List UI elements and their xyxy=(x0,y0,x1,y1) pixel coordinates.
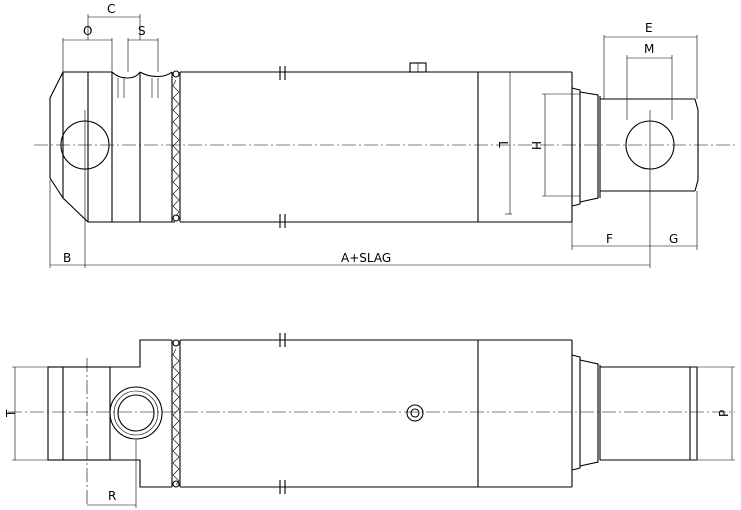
dim-label-r: R xyxy=(108,489,116,503)
bleed-screw-top xyxy=(406,404,424,422)
dim-label-b: B xyxy=(63,251,71,265)
dim-label-e: E xyxy=(645,21,653,35)
weld-seam-top-view xyxy=(172,348,180,486)
port-inner xyxy=(117,394,155,432)
dim-label-a-slag: A+SLAG xyxy=(341,251,391,265)
top-view-dimensions: T R P xyxy=(4,366,735,508)
port-boss xyxy=(111,71,173,79)
dim-label-p: P xyxy=(717,410,731,417)
dim-label-t: T xyxy=(4,409,18,418)
dim-label-s: S xyxy=(138,24,146,38)
side-view-dimensions: O C S E M L H B xyxy=(49,2,698,268)
side-view xyxy=(34,62,735,228)
dim-label-m: M xyxy=(644,42,654,56)
dim-label-c: C xyxy=(107,2,115,16)
port-outer xyxy=(109,386,163,440)
rear-clevis xyxy=(49,71,89,223)
rear-eye-boss xyxy=(47,366,111,461)
dim-label-h: H xyxy=(529,141,543,150)
top-view xyxy=(8,333,735,505)
dim-label-l: L xyxy=(496,141,510,148)
dim-label-g: G xyxy=(669,232,678,246)
weld-seam xyxy=(172,79,180,217)
dim-label-f: F xyxy=(606,232,613,246)
